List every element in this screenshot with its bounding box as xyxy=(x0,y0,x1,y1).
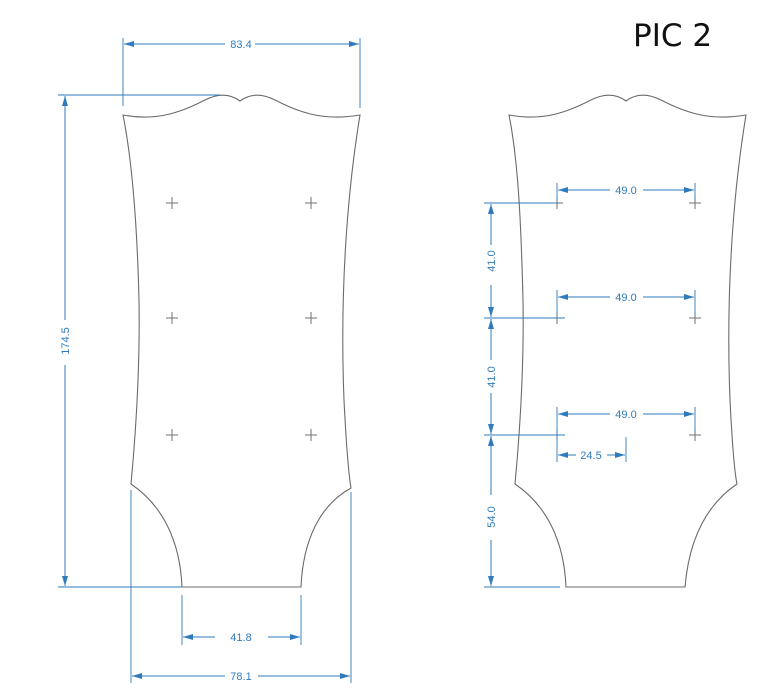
dimension-label: 41.0 xyxy=(486,366,498,387)
dimension-overall-length: 174.5 xyxy=(58,94,220,588)
dimension-lower-width: 78.1 xyxy=(130,490,352,683)
dimension-top-width: 83.4 xyxy=(122,38,361,108)
dimension-label: 49.0 xyxy=(615,292,636,304)
left-headstock-outline xyxy=(122,94,361,588)
dimension-vertical-chain: 41.0 41.0 54.0 xyxy=(484,202,565,588)
dimension-label: 49.0 xyxy=(615,409,636,421)
figure-title: PIC 2 xyxy=(633,18,713,54)
dimension-label: 41.0 xyxy=(486,250,498,271)
dimension-half-spacing: 24.5 xyxy=(558,437,627,462)
dimension-row3-spacing: 49.0 xyxy=(556,407,696,462)
right-tuner-holes xyxy=(551,197,701,441)
dimension-label: 41.8 xyxy=(230,632,251,644)
dimension-label: 54.0 xyxy=(486,506,498,527)
dimension-label: 174.5 xyxy=(60,327,72,355)
dimension-label: 78.1 xyxy=(230,671,251,683)
dimension-row1-spacing: 49.0 xyxy=(556,183,696,200)
dimension-label: 24.5 xyxy=(580,450,601,462)
dimension-label: 83.4 xyxy=(230,39,251,51)
dimension-row2-spacing: 49.0 xyxy=(556,290,696,315)
right-headstock-outline xyxy=(508,94,747,588)
dimension-bottom-width: 41.8 xyxy=(181,595,302,645)
left-tuner-holes xyxy=(166,197,317,441)
dimension-label: 49.0 xyxy=(615,185,636,197)
